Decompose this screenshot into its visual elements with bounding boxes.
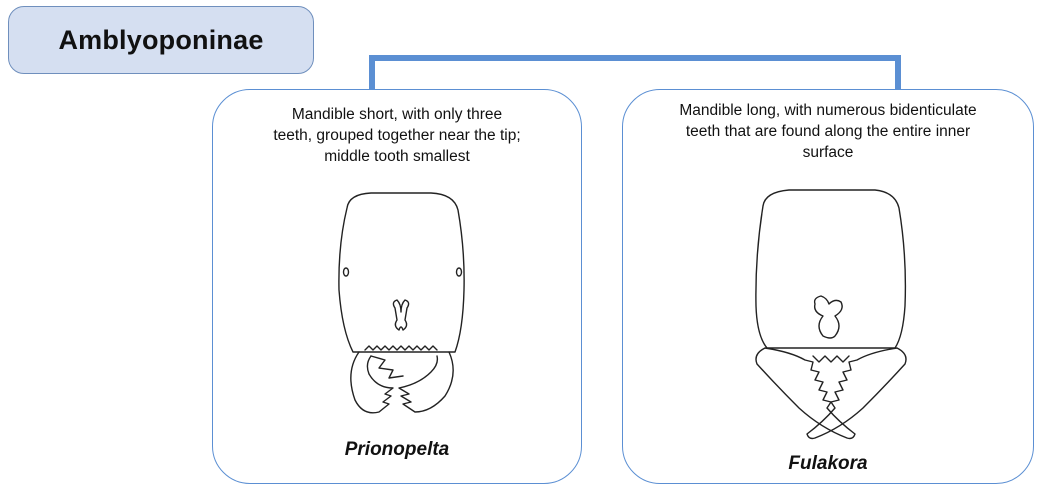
description-line: Mandible long, with numerous bidenticula… — [633, 100, 1023, 121]
ant-head-short-mandibles-illustration — [331, 190, 471, 435]
description-line: Mandible short, with only three — [223, 104, 571, 125]
card-description: Mandible long, with numerous bidenticula… — [623, 100, 1033, 163]
card-fulakora: Mandible long, with numerous bidenticula… — [622, 89, 1034, 484]
ant-head-long-mandibles-illustration — [743, 186, 918, 448]
description-line: teeth that are found along the entire in… — [633, 121, 1023, 142]
card-description: Mandible short, with only three teeth, g… — [213, 104, 581, 167]
genus-label: Prionopelta — [213, 439, 581, 461]
description-line: surface — [633, 142, 1023, 163]
genus-label: Fulakora — [623, 453, 1033, 475]
card-prionopelta: Mandible short, with only three teeth, g… — [212, 89, 582, 484]
description-line: middle tooth smallest — [223, 146, 571, 167]
description-line: teeth, grouped together near the tip; — [223, 125, 571, 146]
